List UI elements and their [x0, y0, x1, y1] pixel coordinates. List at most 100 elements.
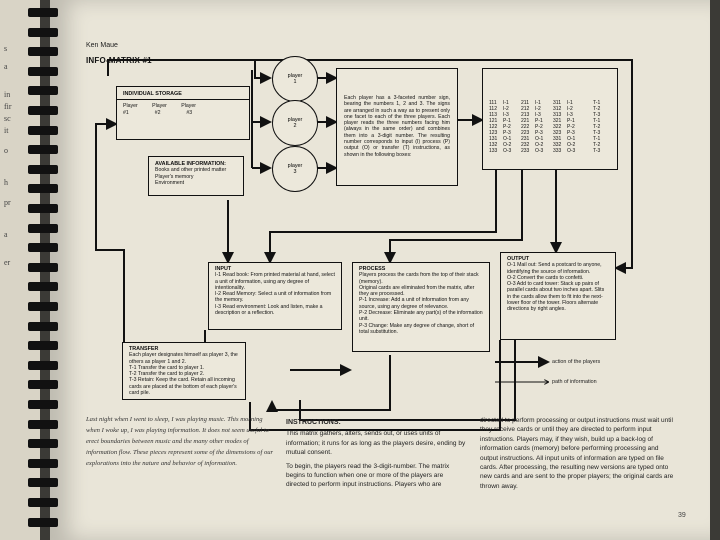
binding-ring — [28, 458, 58, 468]
code-table-transfer-cell: T-2 — [593, 142, 601, 148]
instructions-paragraph-2: To begin, the players read the 3-digit-n… — [286, 462, 450, 489]
code-table-cell: O-2 — [567, 142, 576, 148]
process-box: PROCESS Players process the cards from t… — [352, 262, 490, 352]
binding-ring — [28, 164, 58, 174]
left-page-fragment: in — [4, 90, 11, 99]
code-table-cell: 313 — [553, 112, 562, 118]
output-title: OUTPUT — [507, 256, 530, 262]
process-instruction: P-1 Increase: Add a unit of information … — [359, 297, 469, 310]
input-instruction: I-3 Read environment: Look and listen, m… — [215, 303, 323, 317]
code-table-cell: 122 — [489, 124, 498, 130]
individual-storage-box: INDIVIDUAL STORAGE Player Player Player … — [116, 86, 250, 140]
left-page-fragment: a — [4, 230, 8, 239]
binding-ring — [28, 302, 58, 311]
code-table-cell: P-3 — [567, 130, 575, 136]
left-page-fragment: it — [4, 126, 9, 135]
code-table-cell: P-3 — [503, 130, 511, 136]
binding-ring — [28, 517, 58, 527]
input-instruction: I-1 Read book: From printed material at … — [215, 272, 335, 291]
legend-path: path of information — [552, 379, 597, 385]
code-table-cell: P-1 — [567, 118, 575, 124]
code-table-cell: 233 — [521, 148, 530, 154]
left-page-fragment: pr — [4, 198, 11, 207]
code-table-cell: 332 — [553, 142, 562, 148]
binding-ring — [28, 321, 58, 331]
input-instruction: I-2 Read Memory: Select a unit of inform… — [215, 291, 332, 304]
left-page-fragment: a — [4, 62, 8, 71]
process-title: PROCESS — [359, 266, 386, 272]
transfer-box: TRANSFER Each player designates himself … — [122, 342, 246, 400]
code-table-transfer-cell: T-2 — [593, 124, 601, 130]
code-table-cell: I-3 — [503, 112, 509, 118]
code-table-cell: I-1 — [567, 100, 573, 106]
transfer-title: TRANSFER — [129, 346, 159, 352]
code-table-cell: O-2 — [503, 142, 512, 148]
code-table-cell: 222 — [521, 124, 530, 130]
code-table-cell: O-1 — [567, 136, 576, 142]
code-table-cell: 221 — [521, 118, 530, 124]
code-table-cell: 333 — [553, 148, 562, 154]
code-table-transfer-cell: T-1 — [593, 118, 601, 124]
binding-ring — [28, 86, 58, 96]
code-table-cell: 321 — [553, 118, 562, 124]
player-circle-label: player — [287, 73, 303, 79]
code-table-transfer-cell: T-3 — [593, 148, 601, 154]
code-table-cell: O-3 — [535, 148, 544, 154]
code-table-cell: 111 — [489, 100, 497, 106]
number-sign-text: Each player has a 3-faceted number sign,… — [344, 95, 450, 158]
left-page-fragment: o — [4, 146, 8, 155]
code-table-cell: 212 — [521, 106, 530, 112]
code-table-transfer-cell: T-3 — [593, 112, 601, 118]
individual-storage-title: INDIVIDUAL STORAGE — [123, 91, 182, 97]
code-table-cell: 312 — [553, 106, 562, 112]
process-instruction: P-2 Decrease: Eliminate any part(s) of t… — [359, 310, 483, 323]
code-table-cell: O-1 — [535, 136, 544, 142]
spiral-binding — [28, 0, 58, 540]
available-information-title: AVAILABLE INFORMATION: — [155, 161, 226, 167]
available-item: Books and other printed matter — [155, 167, 227, 174]
binding-ring — [28, 419, 58, 429]
instructions-column-1: INSTRUCTIONS: This matrix gathers, alter… — [286, 418, 466, 490]
player-circle-number: 2 — [293, 123, 297, 129]
process-instruction: Players process the cards from the top o… — [359, 272, 479, 285]
code-table-cell: 323 — [553, 130, 562, 136]
page-number: 39 — [678, 512, 686, 519]
binding-ring — [28, 204, 58, 213]
code-table-cell: I-1 — [503, 100, 509, 106]
code-table-cell: P-2 — [503, 124, 511, 130]
code-table-cell: O-3 — [567, 148, 576, 154]
left-page-fragment: sc — [4, 114, 11, 123]
code-table-cell: 322 — [553, 124, 562, 130]
code-table-cell: 232 — [521, 142, 530, 148]
code-table-cell: 131 — [489, 136, 498, 142]
binding-ring — [28, 106, 58, 115]
code-table-cell: P-1 — [535, 118, 543, 124]
player-circle-number: 1 — [293, 79, 297, 85]
transfer-instruction: T-1 Transfer the card to player 1. — [129, 364, 205, 371]
binding-ring — [28, 262, 58, 272]
binding-ring — [28, 360, 58, 370]
code-table-transfer-cell: T-1 — [593, 136, 601, 142]
code-table-cell: O-2 — [535, 142, 544, 148]
code-table-cell: 121 — [489, 118, 498, 124]
code-table-cell: 213 — [521, 112, 530, 118]
code-table-cell: P-1 — [503, 118, 511, 124]
code-table-cell: 133 — [489, 148, 498, 154]
player-circle-label: player — [287, 163, 303, 169]
code-table-cell: 223 — [521, 130, 530, 136]
storage-numbers-line: #1 #2 #3 — [123, 109, 193, 116]
code-table-cell: I-3 — [535, 112, 541, 118]
instructions-column-2: directed to perform processing or output… — [480, 416, 674, 491]
player-circle-label: player — [287, 117, 303, 123]
available-information-box: AVAILABLE INFORMATION: Books and other p… — [148, 156, 244, 196]
instructions-paragraph-1: This matrix gathers, alters, sends out, … — [286, 430, 466, 457]
binding-ring — [28, 498, 58, 507]
available-item: Player's memory — [155, 173, 194, 180]
code-table-cell: O-3 — [503, 148, 512, 154]
binding-ring — [28, 223, 58, 233]
storage-players-line: Player Player Player — [123, 103, 196, 110]
